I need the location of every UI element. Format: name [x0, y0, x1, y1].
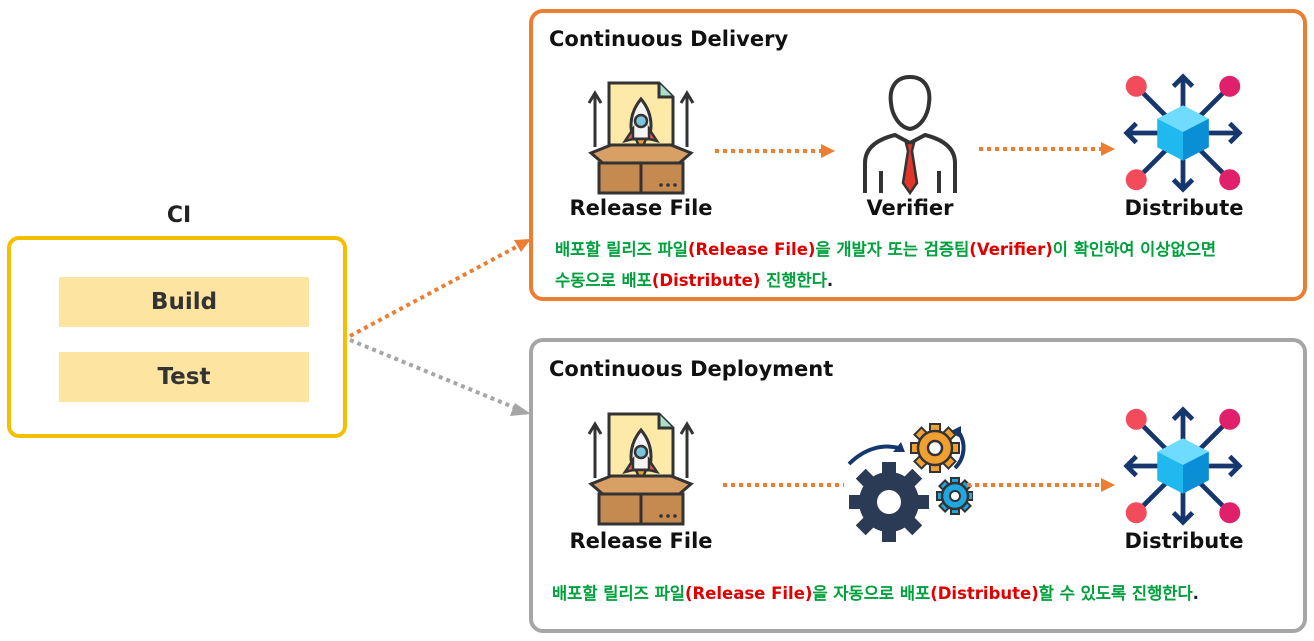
ci-box: Build Test: [7, 236, 347, 438]
desc-text: 배포할 릴리즈 파일: [555, 240, 688, 259]
continuous-delivery-title: Continuous Delivery: [549, 27, 789, 51]
desc-term: (Distribute): [651, 271, 761, 290]
distribute-icon: [1121, 404, 1245, 528]
deployment-connector-arrow: [349, 338, 531, 416]
continuous-delivery-panel: Continuous Delivery Release File Verifie…: [529, 9, 1307, 301]
gears-icon: [843, 418, 973, 548]
dep-release-file-label: Release File: [569, 529, 713, 553]
desc-period: .: [1192, 584, 1199, 603]
build-step: Build: [59, 277, 309, 327]
delivery-connector-arrow: [349, 239, 531, 338]
cd-description-line1: 배포할 릴리즈 파일(Release File)을 개발자 또는 검증팀(Ver…: [555, 234, 1216, 265]
dep-distribute-label: Distribute: [1124, 529, 1244, 553]
continuous-deployment-panel: Continuous Deployment Release File: [529, 338, 1307, 633]
release-file-icon: [581, 408, 701, 528]
desc-term: (Release File): [684, 584, 813, 603]
cd-description-line2: 수동으로 배포(Distribute) 진행한다.: [555, 265, 833, 296]
desc-text: 이 확인하여 이상없으면: [1052, 240, 1217, 259]
desc-text: 할 수 있도록 진행한다: [1038, 584, 1193, 603]
desc-term: (Distribute): [930, 584, 1039, 603]
cd-arrow-release-to-verifier: [715, 144, 835, 158]
distribute-icon: [1121, 71, 1245, 195]
cd-arrow-verifier-to-distribute: [979, 142, 1115, 156]
desc-text: 을 자동으로 배포: [812, 584, 931, 603]
desc-text: 배포할 릴리즈 파일: [552, 584, 685, 603]
test-step: Test: [59, 352, 309, 402]
desc-period: .: [826, 271, 834, 290]
desc-text: 을 개발자 또는 검증팀: [815, 240, 970, 259]
desc-text: 진행한다: [760, 271, 827, 290]
desc-text: 수동으로 배포: [555, 271, 652, 290]
release-file-icon: [581, 77, 701, 197]
desc-term: (Verifier): [969, 240, 1053, 259]
verifier-icon: [855, 71, 965, 196]
dep-arrow-release-to-gears: [723, 483, 844, 487]
ci-title: CI: [166, 203, 192, 228]
dep-description-line1: 배포할 릴리즈 파일(Release File)을 자동으로 배포(Distri…: [552, 578, 1199, 609]
cd-release-file-label: Release File: [569, 196, 713, 220]
verifier-label: Verifier: [866, 196, 954, 220]
dep-arrow-gears-to-distribute: [967, 478, 1115, 492]
continuous-deployment-title: Continuous Deployment: [549, 357, 834, 381]
cd-distribute-label: Distribute: [1124, 196, 1244, 220]
desc-term: (Release File): [687, 240, 816, 259]
